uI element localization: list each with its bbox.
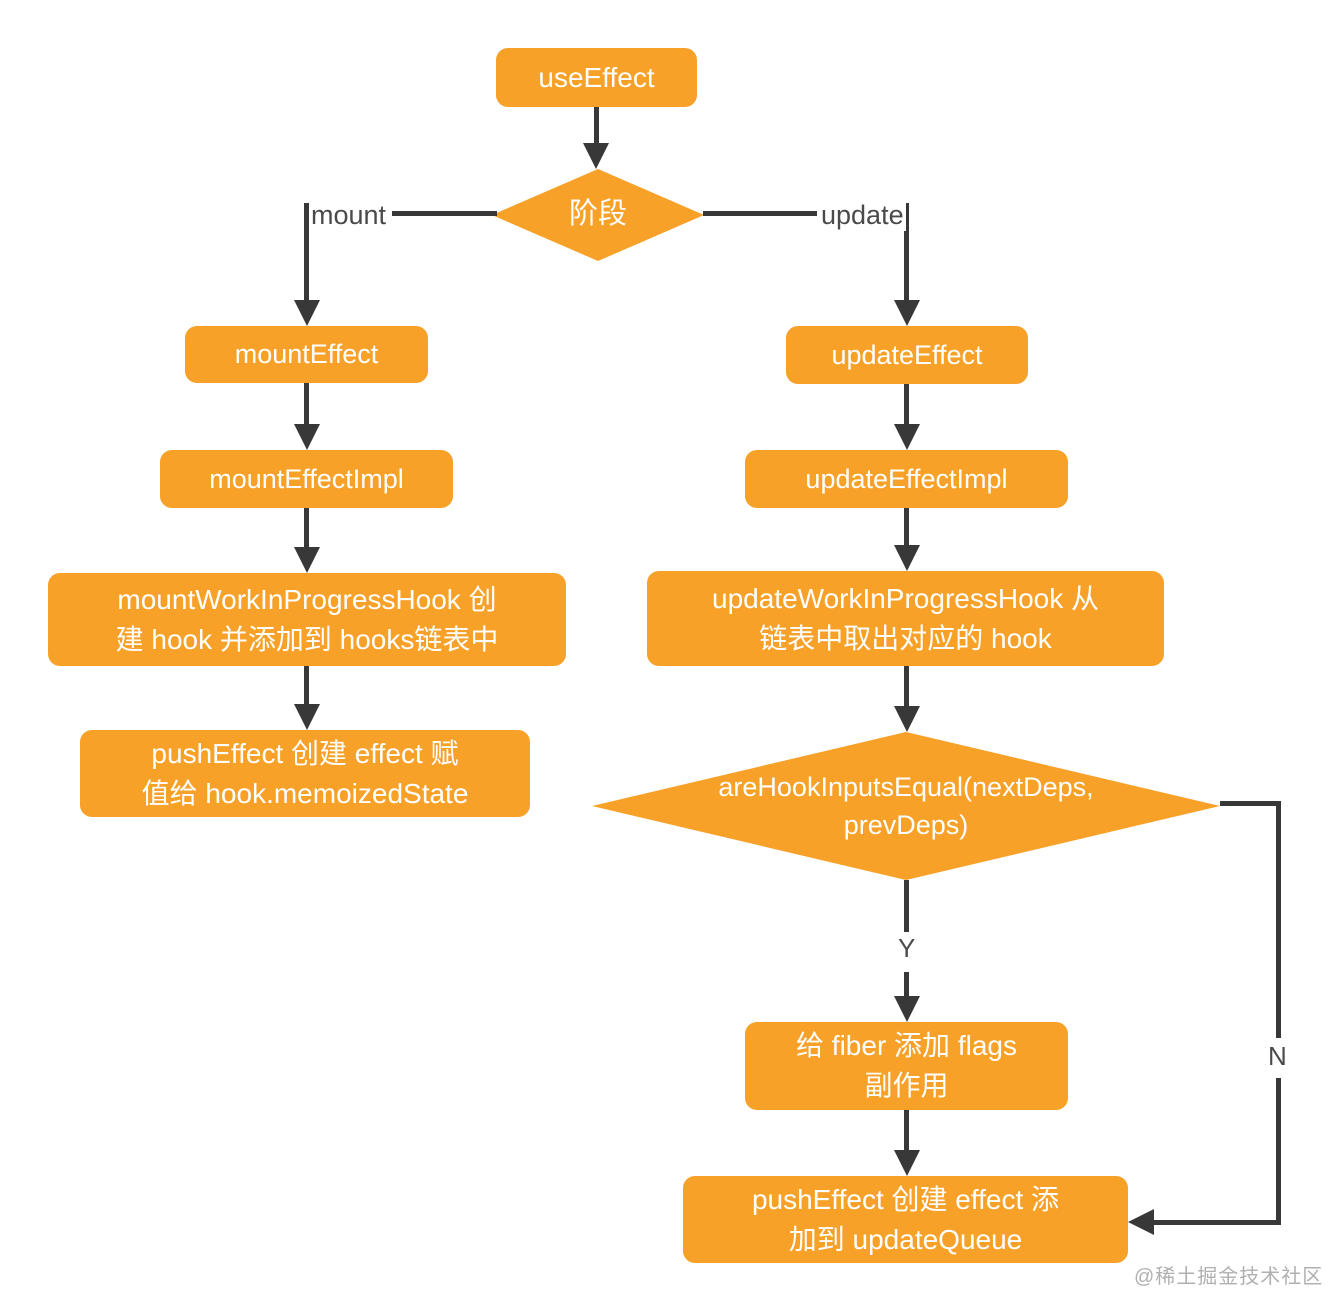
node-add-flags: 给 fiber 添加 flags 副作用 (745, 1022, 1068, 1110)
edge-updateeffect-impl-arrowhead-icon (894, 424, 920, 450)
edge-mountimpl-mountwork-line (304, 508, 309, 550)
edge-label-yes: Y (896, 933, 918, 964)
node-useeffect: useEffect (496, 48, 697, 107)
node-pusheffect-update: pushEffect 创建 effect 添 加到 updateQueue (683, 1176, 1128, 1263)
edge-decision-no-arrowhead-icon (1128, 1209, 1154, 1235)
edge-decision-no-vline-bottom (1276, 1078, 1281, 1225)
edge-phase-update-arrowhead-icon (894, 300, 920, 326)
edge-label-mount: mount (309, 200, 389, 232)
edge-decision-yes-line-bottom (904, 972, 909, 999)
edge-useeffect-phase-arrowhead-icon (583, 143, 609, 169)
edge-updatework-decision-line (904, 666, 909, 709)
node-updateeffectimpl: updateEffectImpl (745, 450, 1068, 508)
edge-mountwork-pusheffect-line (304, 666, 309, 707)
edge-phase-mount-hline (392, 211, 497, 216)
edge-updateimpl-updatework-arrowhead-icon (894, 545, 920, 571)
watermark-text: @稀土掘金技术社区 (1134, 1266, 1324, 1288)
edge-decision-yes-arrowhead-icon (894, 996, 920, 1022)
decision-phase: 阶段 (492, 169, 704, 261)
edge-decision-yes-line-top (904, 880, 909, 932)
node-mountworkinprogresshook: mountWorkInProgressHook 创 建 hook 并添加到 ho… (48, 573, 566, 666)
edge-decision-no-hline-bottom (1154, 1220, 1278, 1225)
edge-phase-mount-arrowhead-icon (294, 300, 320, 326)
edge-mounteffect-impl-line (304, 383, 309, 427)
edge-useeffect-phase-line (594, 107, 599, 146)
node-pusheffect-mount: pushEffect 创建 effect 赋 值给 hook.memoizedS… (80, 730, 530, 817)
node-updateworkinprogresshook: updateWorkInProgressHook 从 链表中取出对应的 hook (647, 571, 1164, 666)
node-updateeffect: updateEffect (786, 326, 1028, 384)
edge-decision-no-hline-top (1220, 801, 1281, 806)
decision-arehookinputsequal: areHookInputsEqual(nextDeps, prevDeps) (592, 732, 1220, 880)
edge-phase-update-vline (904, 203, 909, 303)
node-mounteffect: mountEffect (185, 326, 428, 383)
edge-phase-update-hline (703, 211, 817, 216)
edge-label-update: update (819, 200, 906, 232)
edge-addflags-pusheffect-line (904, 1110, 909, 1153)
edge-updateimpl-updatework-line (904, 508, 909, 548)
edge-phase-mount-vline (304, 203, 309, 303)
edge-mountimpl-mountwork-arrowhead-icon (294, 547, 320, 573)
node-mounteffectimpl: mountEffectImpl (160, 450, 453, 508)
edge-updatework-decision-arrowhead-icon (894, 706, 920, 732)
edge-mountwork-pusheffect-arrowhead-icon (294, 704, 320, 730)
edge-label-no: N (1266, 1041, 1289, 1072)
edge-updateeffect-impl-line (904, 384, 909, 427)
edge-mounteffect-impl-arrowhead-icon (294, 424, 320, 450)
edge-addflags-pusheffect-arrowhead-icon (894, 1150, 920, 1176)
edge-decision-no-vline-top (1276, 801, 1281, 1038)
